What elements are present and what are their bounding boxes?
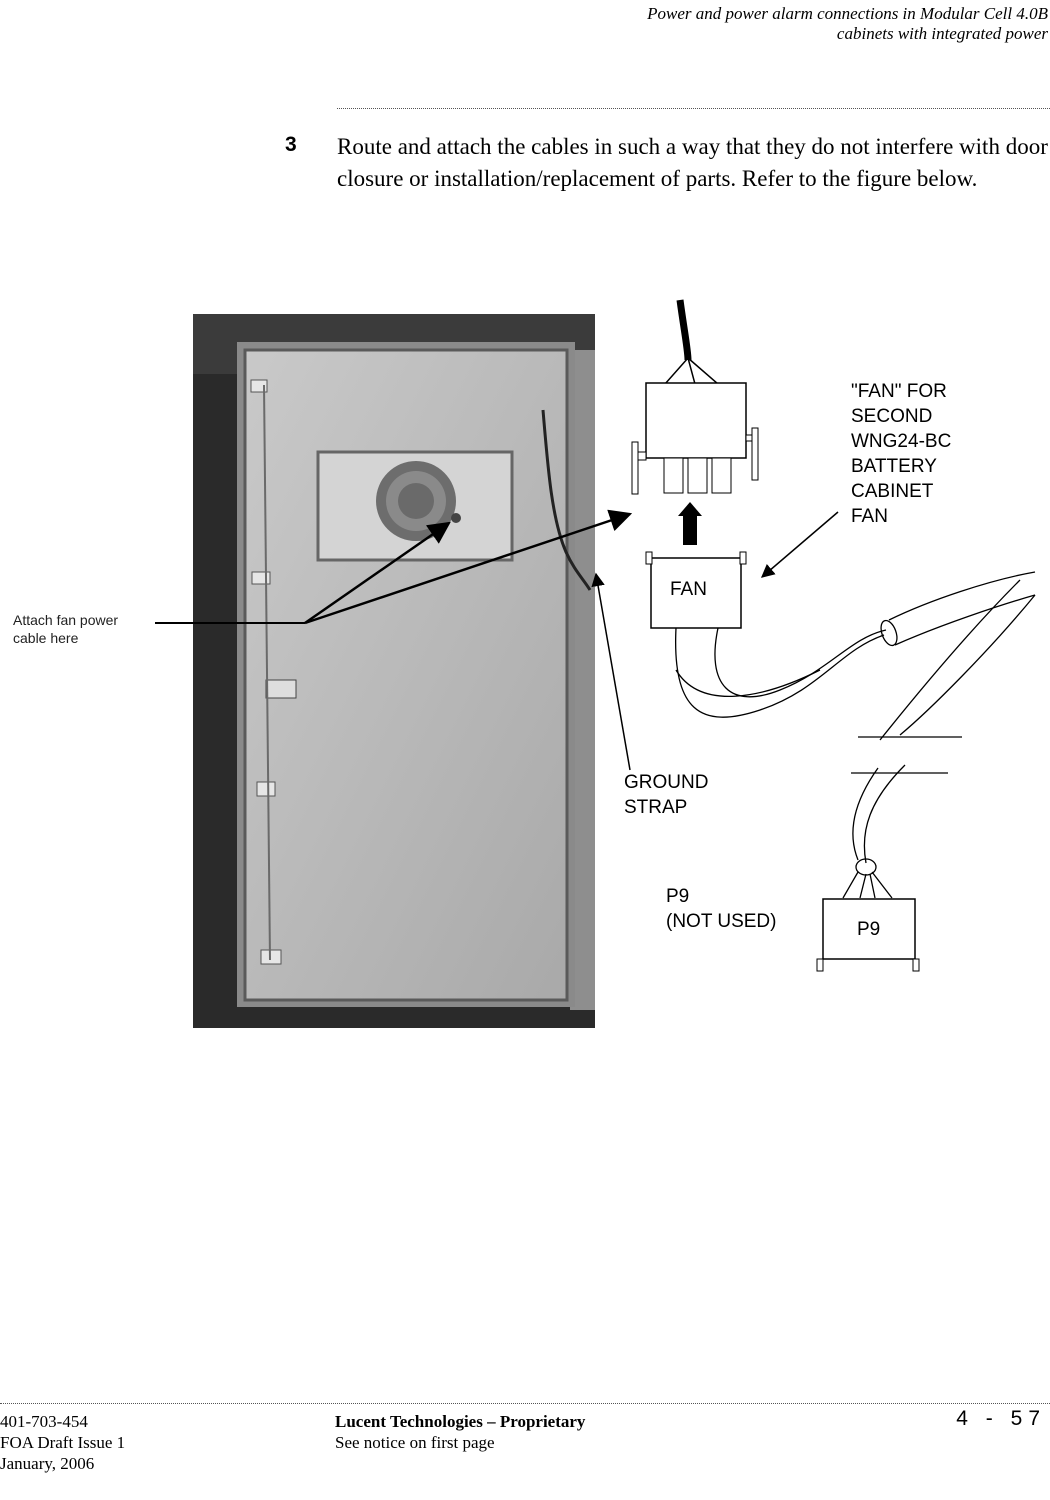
p9-not-used-label: P9 (NOT USED) bbox=[666, 886, 776, 932]
footer-document-info: 401-703-454 FOA Draft Issue 1 January, 2… bbox=[0, 1411, 125, 1474]
fan-connector-label: FAN bbox=[670, 579, 707, 600]
issue: FOA Draft Issue 1 bbox=[0, 1433, 126, 1452]
svg-text:(NOT USED): (NOT USED) bbox=[666, 911, 776, 932]
header-line-1: Power and power alarm connections in Mod… bbox=[647, 4, 1048, 23]
pointer-arrow-fan bbox=[304, 521, 451, 625]
ground-strap-label: GROUND STRAP bbox=[624, 772, 708, 818]
running-header: Power and power alarm connections in Mod… bbox=[647, 4, 1048, 44]
svg-text:SECOND: SECOND bbox=[851, 406, 932, 427]
page-number: 4 - 57 bbox=[956, 1407, 1046, 1430]
cable-bundle bbox=[674, 571, 1036, 899]
company: Lucent Technologies – Proprietary bbox=[335, 1412, 586, 1431]
step-number: 3 bbox=[285, 133, 297, 156]
footer-divider bbox=[0, 1403, 1050, 1404]
p9-connector-label: P9 bbox=[857, 919, 880, 940]
header-line-2: cabinets with integrated power bbox=[836, 24, 1048, 43]
cabinet-door-photo bbox=[193, 314, 595, 1028]
svg-text:GROUND: GROUND bbox=[624, 772, 708, 793]
svg-text:"FAN" FOR: "FAN" FOR bbox=[851, 381, 947, 402]
step-text: Route and attach the cables in such a wa… bbox=[337, 134, 1048, 191]
header-divider bbox=[337, 108, 1050, 109]
svg-text:WNG24-BC: WNG24-BC bbox=[851, 431, 951, 452]
svg-text:FAN: FAN bbox=[851, 506, 888, 527]
date: January, 2006 bbox=[0, 1454, 95, 1473]
cable-routing-figure: Attach fan power cable here FAN bbox=[13, 299, 1036, 1028]
notice: See notice on first page bbox=[335, 1433, 495, 1452]
svg-text:BATTERY: BATTERY bbox=[851, 456, 937, 477]
callout-attach-line-1: Attach fan power bbox=[13, 612, 118, 628]
doc-number: 401-703-454 bbox=[0, 1412, 88, 1431]
svg-text:P9: P9 bbox=[666, 886, 689, 907]
pointer-arrow-connector bbox=[304, 509, 633, 625]
svg-text:STRAP: STRAP bbox=[624, 797, 687, 818]
fan-for-second-cabinet-label: "FAN" FOR SECOND WNG24-BC BATTERY CABINE… bbox=[851, 381, 951, 527]
mating-connector-drawing bbox=[631, 299, 759, 545]
svg-text:CABINET: CABINET bbox=[851, 481, 934, 502]
footer-proprietary: Lucent Technologies – Proprietary See no… bbox=[335, 1411, 585, 1453]
callout-attach-line-2: cable here bbox=[13, 630, 79, 646]
